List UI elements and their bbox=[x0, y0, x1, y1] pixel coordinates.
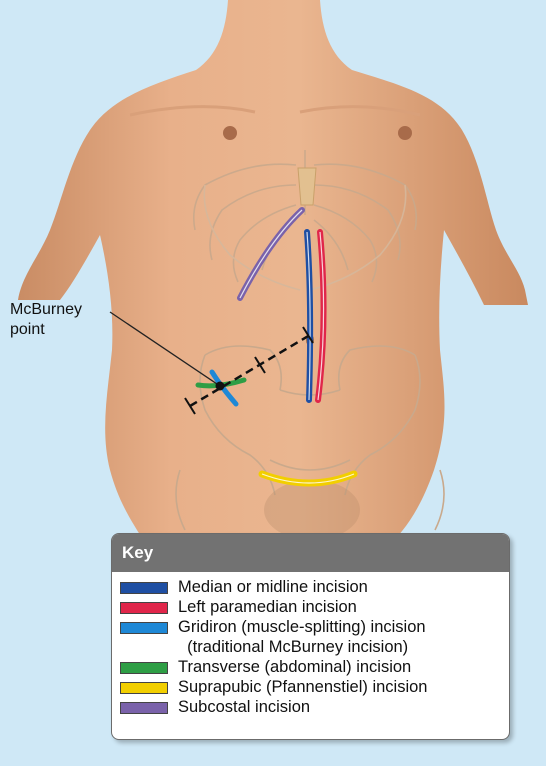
key-legend: Key Median or midline incision Left para… bbox=[111, 533, 510, 740]
left-nipple bbox=[398, 126, 412, 140]
mcburney-point-dot bbox=[216, 382, 225, 391]
key-item-label: Subcostal incision bbox=[178, 697, 310, 717]
key-item-subcostal: Subcostal incision bbox=[120, 697, 509, 717]
key-item-left-paramedian: Left paramedian incision bbox=[120, 597, 509, 617]
key-item-label: Gridiron (muscle-splitting) incision (tr… bbox=[178, 617, 426, 657]
subcostal-swatch bbox=[120, 702, 168, 714]
suprapubic-swatch bbox=[120, 682, 168, 694]
gridiron-swatch bbox=[120, 622, 168, 634]
key-item-label: Median or midline incision bbox=[178, 577, 368, 597]
key-item-suprapubic: Suprapubic (Pfannenstiel) incision bbox=[120, 677, 509, 697]
key-item-label: Left paramedian incision bbox=[178, 597, 357, 617]
key-list: Median or midline incision Left paramedi… bbox=[112, 572, 509, 717]
xiphoid-process bbox=[298, 168, 316, 205]
right-nipple bbox=[223, 126, 237, 140]
key-item-median: Median or midline incision bbox=[120, 577, 509, 597]
key-item-label: Transverse (abdominal) incision bbox=[178, 657, 411, 677]
key-item-label: Suprapubic (Pfannenstiel) incision bbox=[178, 677, 427, 697]
pubic-region bbox=[264, 480, 360, 540]
body-silhouette bbox=[18, 0, 528, 550]
left-paramedian-swatch bbox=[120, 602, 168, 614]
median-swatch bbox=[120, 582, 168, 594]
key-item-transverse: Transverse (abdominal) incision bbox=[120, 657, 509, 677]
transverse-swatch bbox=[120, 662, 168, 674]
mcburney-point-label: McBurney point bbox=[10, 300, 82, 340]
key-title: Key bbox=[112, 534, 509, 572]
key-item-gridiron: Gridiron (muscle-splitting) incision (tr… bbox=[120, 617, 509, 657]
